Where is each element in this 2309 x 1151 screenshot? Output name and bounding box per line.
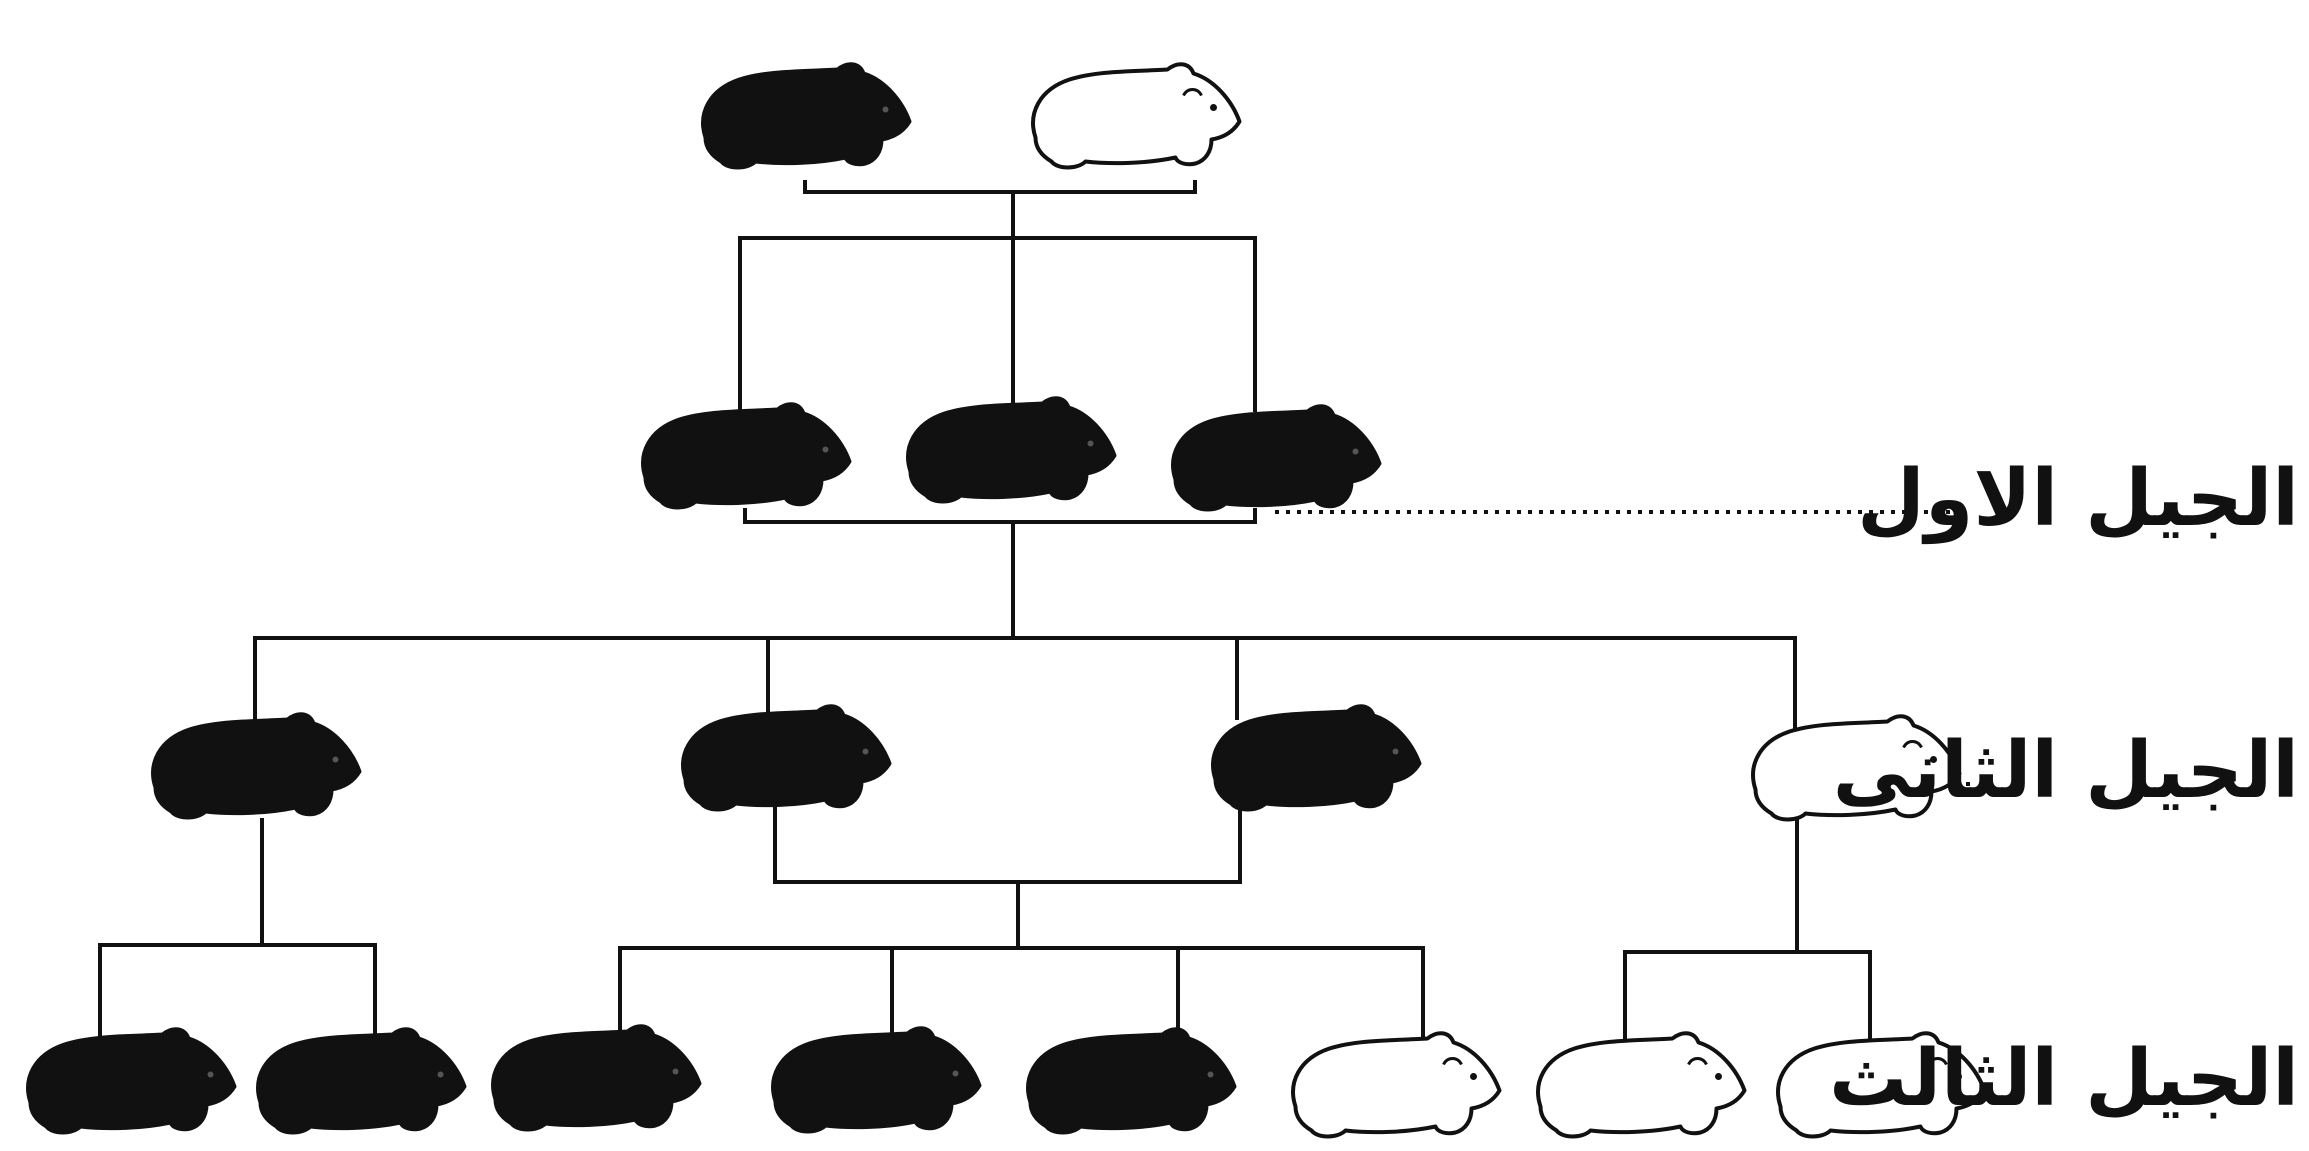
guinea-pig-third-5-black	[1026, 1027, 1237, 1135]
guinea-pig-parents-2-white	[1031, 62, 1242, 170]
generation-label-third: الجيل الثالث	[1829, 1034, 2299, 1124]
guinea-pig-parents-1-black	[701, 62, 912, 170]
guinea-pig-third-3-black	[491, 1024, 702, 1132]
generation-label-first: الجيل الاول	[1857, 454, 2299, 544]
guinea-pig-second-4-white	[1751, 714, 1962, 822]
guinea-pig-second-1-black	[151, 712, 362, 820]
guinea-pig-third-1-black	[26, 1027, 237, 1135]
guinea-pig-third-2-black	[256, 1027, 467, 1135]
pedigree-lines	[98, 180, 1872, 1047]
guinea-pig-third-7-white	[1536, 1031, 1747, 1139]
guinea-pig-second-3-black	[1211, 704, 1422, 812]
guinea-pig-first-1-black	[641, 402, 852, 510]
guinea-pig-second-2-black	[681, 704, 892, 812]
guinea-pig-third-8-white	[1776, 1031, 1987, 1139]
guinea-pig-third-6-white	[1291, 1031, 1502, 1139]
generation-label-second: الجيل الثانى	[1832, 726, 2299, 816]
guinea-pig-third-4-black	[771, 1026, 982, 1134]
animals-layer	[26, 62, 1987, 1139]
guinea-pig-first-2-black	[906, 396, 1117, 504]
guinea-pig-first-3-black	[1171, 404, 1382, 512]
